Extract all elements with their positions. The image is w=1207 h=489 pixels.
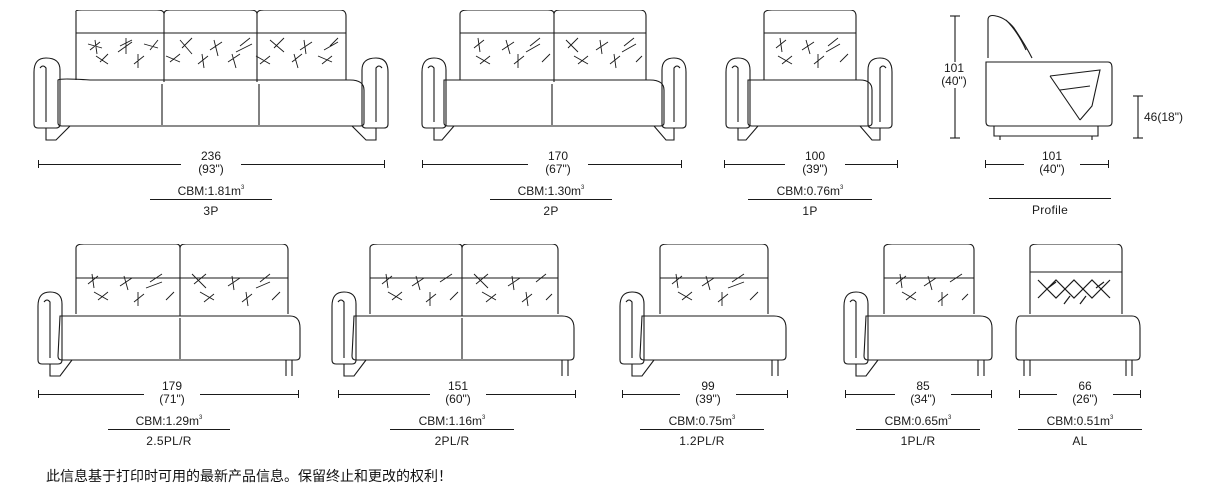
dimension-tick: [1108, 160, 1109, 168]
caption-underline: [989, 198, 1111, 199]
caption-underline: [490, 199, 612, 200]
dimension-tick: [298, 390, 299, 398]
dimension-tick: [681, 160, 682, 168]
cbm-label: CBM:0.51m3: [1046, 414, 1114, 428]
cbm-label: CBM:0.75m3: [668, 414, 736, 428]
model-code: 1P: [802, 204, 818, 218]
dimension-tick: [787, 390, 788, 398]
cbm-label: CBM:1.16m3: [418, 414, 486, 428]
caption-underline: [150, 199, 272, 200]
sofa-2plr-drawing: [326, 244, 578, 379]
sofa-2p-drawing: [418, 10, 690, 145]
model-code: AL: [1072, 434, 1088, 448]
sofa-1p-drawing: [722, 10, 896, 145]
model-code: 2P: [543, 204, 559, 218]
dimension-tick: [622, 390, 623, 398]
seat-height-label: 46(18"): [1144, 110, 1183, 124]
sofa-1-2plr-drawing: [614, 244, 790, 379]
width-label: 179(71"): [144, 380, 200, 406]
caption-underline: [748, 199, 872, 200]
dimension-tick: [845, 390, 846, 398]
sofa-3p-drawing: [30, 10, 392, 145]
cbm-label: CBM:1.81m3: [177, 184, 245, 198]
caption-underline: [390, 429, 514, 430]
width-label: 100(39"): [785, 150, 845, 176]
depth-label: 101(40"): [1024, 150, 1080, 176]
width-label: 99(39"): [680, 380, 736, 406]
dimension-tick: [422, 160, 423, 168]
dimension-tick: [897, 160, 898, 168]
height-label: 101(40"): [936, 62, 972, 88]
model-code: 2.5PL/R: [146, 434, 192, 448]
model-code: 3P: [203, 204, 219, 218]
profile-label: Profile: [1031, 203, 1069, 217]
dimension-tick: [338, 390, 339, 398]
sofa-al-drawing: [1012, 244, 1146, 379]
model-code: 1PL/R: [900, 434, 936, 448]
width-label: 170(67"): [528, 150, 588, 176]
dimension-tick: [985, 160, 986, 168]
dimension-tick: [384, 160, 385, 168]
caption-underline: [856, 429, 980, 430]
dimension-tick: [724, 160, 725, 168]
width-label: 66(26"): [1057, 380, 1113, 406]
sofa-profile-drawing: [940, 10, 1170, 145]
width-label: 151(60"): [430, 380, 486, 406]
dimension-tick: [38, 160, 39, 168]
dimension-tick: [575, 390, 576, 398]
dimension-tick: [991, 390, 992, 398]
dimension-tick: [1140, 390, 1141, 398]
disclaimer-note: 此信息基于打印时可用的最新产品信息。保留终止和更改的权利！: [46, 469, 452, 485]
caption-underline: [1018, 429, 1142, 430]
sofa-2-5plr-drawing: [32, 244, 304, 379]
caption-underline: [108, 429, 230, 430]
sofa-1plr-drawing: [838, 244, 996, 379]
cbm-label: CBM:1.29m3: [135, 414, 203, 428]
model-code: 1.2PL/R: [679, 434, 725, 448]
dimension-tick: [1019, 390, 1020, 398]
dimension-tick: [38, 390, 39, 398]
caption-underline: [640, 429, 764, 430]
model-code: 2PL/R: [434, 434, 470, 448]
cbm-label: CBM:0.76m3: [776, 184, 844, 198]
cbm-label: CBM:1.30m3: [517, 184, 585, 198]
width-label: 85(34"): [895, 380, 951, 406]
width-label: 236(93"): [181, 150, 241, 176]
cbm-label: CBM:0.65m3: [884, 414, 952, 428]
